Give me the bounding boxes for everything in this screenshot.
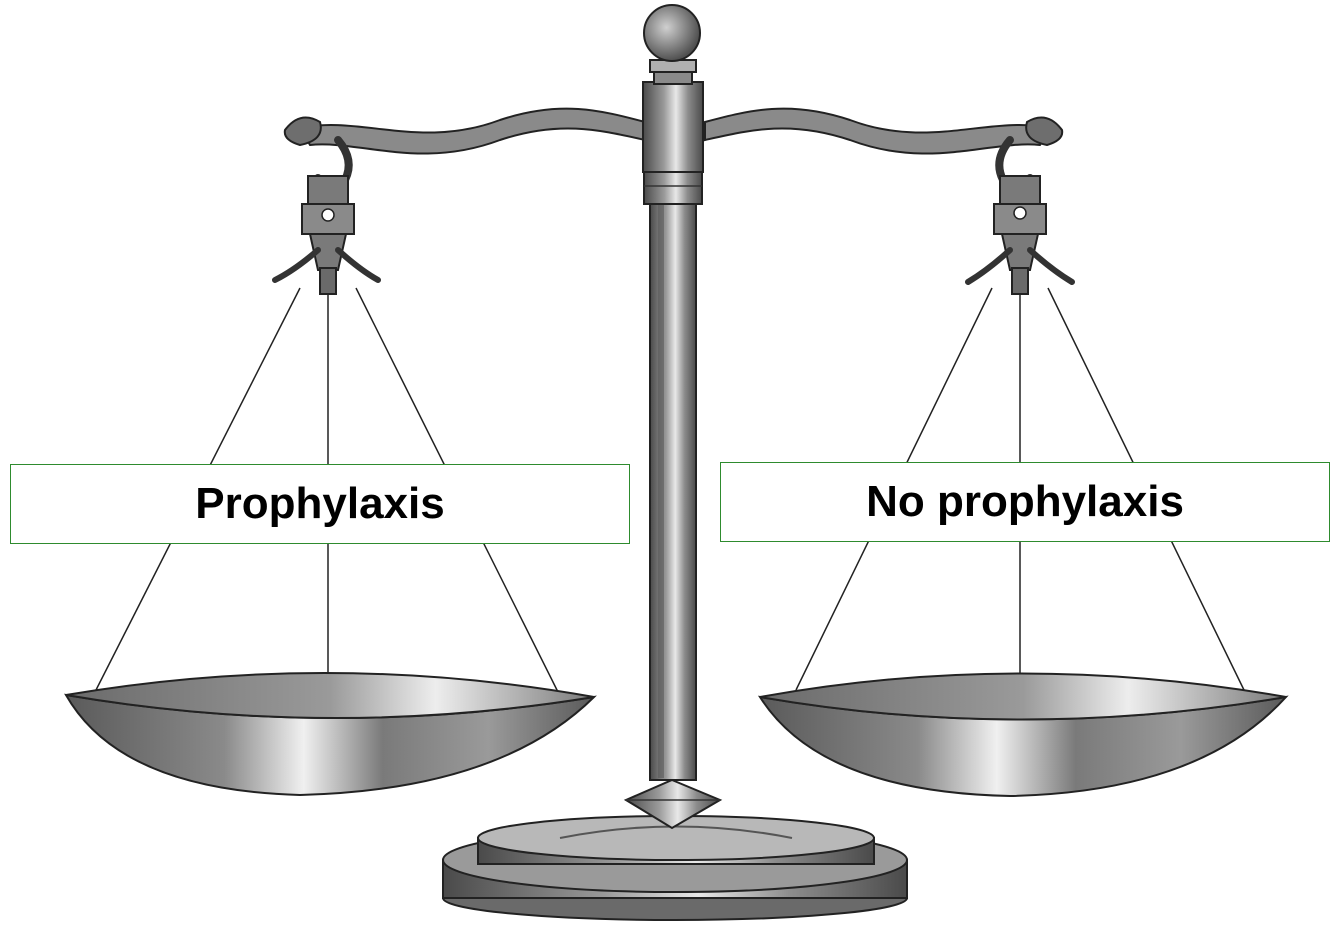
- no-prophylaxis-label-box: No prophylaxis: [720, 462, 1330, 542]
- right-hanger: [968, 140, 1072, 294]
- no-prophylaxis-label: No prophylaxis: [866, 477, 1184, 527]
- left-pan: [66, 673, 594, 795]
- beam-center-block: [643, 5, 703, 172]
- prophylaxis-label: Prophylaxis: [195, 479, 444, 529]
- scale-pillar: [644, 172, 702, 780]
- left-hanger: [275, 140, 378, 294]
- prophylaxis-label-box: Prophylaxis: [10, 464, 630, 544]
- right-pan: [760, 674, 1286, 797]
- scale-base: [443, 816, 907, 920]
